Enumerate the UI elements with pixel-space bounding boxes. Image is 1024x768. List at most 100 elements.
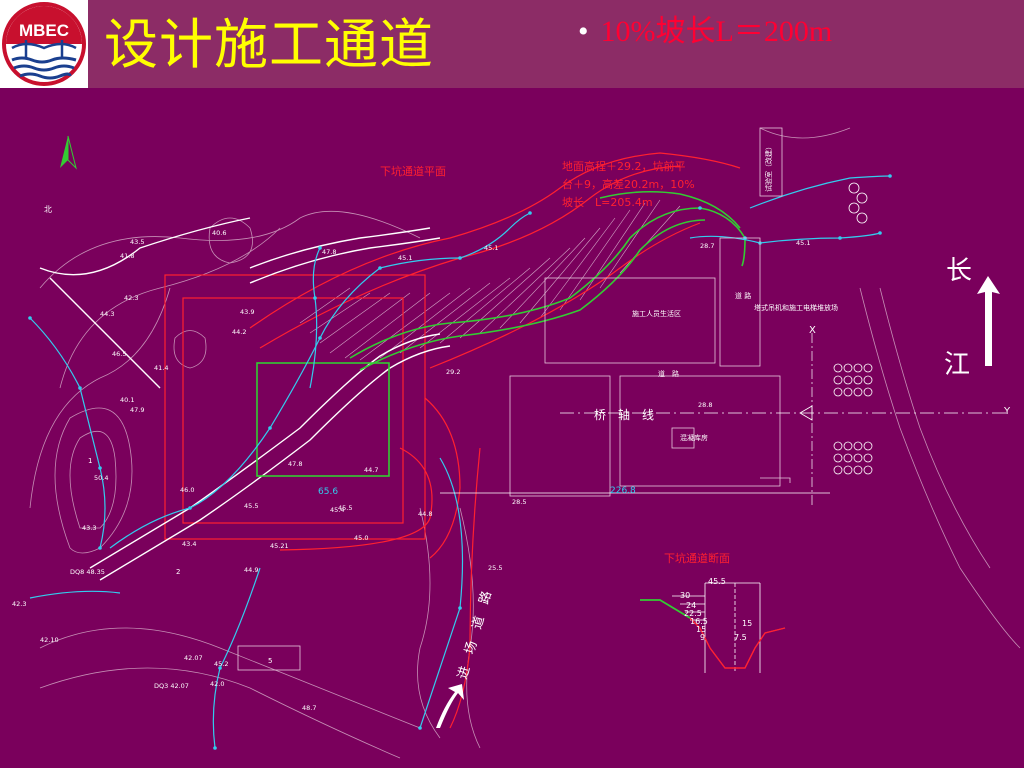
svg-text:44.9: 44.9 xyxy=(244,566,258,574)
lab-label: 试验室（改建） xyxy=(764,143,773,192)
section-red-line xyxy=(689,617,786,669)
plan-annotations: 下坑通道平面 地面高程＋29.2，坑前平 台＋9，高差20.2m，10% 坡长 … xyxy=(12,143,1011,712)
storage-label: 混凝库房 xyxy=(680,433,708,442)
crane-yard-label: 塔式吊机和施工电梯堆放场 xyxy=(754,303,838,312)
cross-section-detail xyxy=(640,582,786,673)
river-label-jiang: 江 xyxy=(944,350,971,380)
svg-text:15: 15 xyxy=(742,619,752,628)
svg-text:28.5: 28.5 xyxy=(512,498,526,506)
survey-points xyxy=(28,174,892,750)
north-arrow-icon: 北 xyxy=(44,135,77,214)
bullet-dot: • xyxy=(578,15,589,48)
svg-text:24: 24 xyxy=(686,601,696,610)
header-bar: MBEC 设计施工通道 • 10%坡长L＝200m xyxy=(0,0,1024,88)
green-access-road xyxy=(256,190,746,477)
svg-text:45.5: 45.5 xyxy=(708,577,726,586)
section-dimensions: 45.5 30 24 22.5 16.5 15 9 15 7.5 xyxy=(680,577,752,642)
x-axis-label: X xyxy=(809,325,816,336)
svg-text:45.5: 45.5 xyxy=(244,502,258,510)
svg-text:45.21: 45.21 xyxy=(270,542,289,550)
svg-text:42.10: 42.10 xyxy=(40,636,59,644)
svg-text:5: 5 xyxy=(268,657,272,665)
y-axis-label: Y xyxy=(1003,406,1011,417)
svg-text:45.1: 45.1 xyxy=(796,239,810,247)
dq3-label: DQ3 42.07 xyxy=(154,682,189,690)
svg-text:7.5: 7.5 xyxy=(734,633,747,642)
road-horizontal-label: 道 路 xyxy=(658,369,679,378)
svg-text:44.8: 44.8 xyxy=(418,510,432,518)
slope-text: 10%坡长L＝200m xyxy=(600,15,833,48)
span-dimension: 226.8 xyxy=(610,486,636,496)
svg-text:43.4: 43.4 xyxy=(182,540,196,548)
axis-arrow-icon xyxy=(799,405,813,421)
svg-text:46.0: 46.0 xyxy=(180,486,194,494)
svg-text:16.5: 16.5 xyxy=(690,617,708,626)
svg-text:9: 9 xyxy=(700,633,705,642)
svg-text:48.7: 48.7 xyxy=(302,704,316,712)
svg-text:45.1: 45.1 xyxy=(484,244,498,252)
page-title: 设计施工通道 xyxy=(104,13,434,76)
elevation-labels: 40.6 47.8 45.1 45.1 43.5 45.1 42.3 41.8 … xyxy=(12,229,810,712)
site-structures xyxy=(237,127,791,671)
svg-text:45.2: 45.2 xyxy=(214,660,228,668)
section-green-line xyxy=(640,599,691,619)
logo-text: MBEC xyxy=(19,21,69,40)
svg-text:30: 30 xyxy=(680,591,690,600)
pile-grid xyxy=(833,182,873,475)
svg-text:2: 2 xyxy=(176,568,180,576)
slope-hatch xyxy=(299,199,681,361)
bridge-axis-label: 桥 轴 线 xyxy=(594,407,654,422)
svg-text:45.1: 45.1 xyxy=(398,254,412,262)
svg-text:40.6: 40.6 xyxy=(212,229,226,237)
river-label-chang: 长 xyxy=(946,256,973,286)
svg-text:42.0: 42.0 xyxy=(210,680,224,688)
svg-text:44.2: 44.2 xyxy=(232,328,246,336)
svg-text:41.4: 41.4 xyxy=(154,364,168,372)
svg-text:44.7: 44.7 xyxy=(364,466,378,474)
note-line-3: 坡长 L=205.4m xyxy=(562,196,653,209)
svg-text:50.4: 50.4 xyxy=(94,474,108,482)
svg-text:47.8: 47.8 xyxy=(288,460,302,468)
haul-road xyxy=(39,217,451,581)
river-flow-arrow-icon xyxy=(977,276,1000,366)
svg-text:45.5: 45.5 xyxy=(338,504,352,512)
svg-text:47.8: 47.8 xyxy=(322,248,336,256)
north-label: 北 xyxy=(44,205,52,214)
svg-text:42.3: 42.3 xyxy=(12,600,26,608)
worker-area-label: 施工人员生活区 xyxy=(632,309,681,318)
svg-text:45.4: 45.4 xyxy=(330,506,344,514)
road-vertical-label: 道 路 xyxy=(735,291,751,300)
svg-text:42.07: 42.07 xyxy=(184,654,203,662)
entry-arrow-icon xyxy=(436,684,464,728)
svg-text:44.3: 44.3 xyxy=(100,310,114,318)
dq8-label: DQ8 48.35 xyxy=(70,568,105,576)
svg-text:43.5: 43.5 xyxy=(130,238,144,246)
svg-text:40.1: 40.1 xyxy=(120,396,134,404)
svg-text:46.5: 46.5 xyxy=(112,350,126,358)
building-numbers: 1 2 5 xyxy=(88,457,272,665)
svg-text:28.8: 28.8 xyxy=(698,401,712,409)
svg-text:47.9: 47.9 xyxy=(130,406,144,414)
svg-text:43.9: 43.9 xyxy=(240,308,254,316)
note-line-2: 台＋9，高差20.2m，10% xyxy=(562,177,695,191)
svg-text:45.0: 45.0 xyxy=(354,534,368,542)
svg-text:15: 15 xyxy=(696,625,706,634)
mbec-logo: MBEC xyxy=(0,0,88,88)
svg-text:22.5: 22.5 xyxy=(684,609,702,618)
width-dimension: 65.6 xyxy=(318,487,338,497)
svg-text:25.5: 25.5 xyxy=(488,564,502,572)
svg-text:29.2: 29.2 xyxy=(446,368,460,376)
note-line-1: 地面高程＋29.2，坑前平 xyxy=(562,159,686,173)
mbec-logo-icon: MBEC xyxy=(2,2,86,86)
contour-lines xyxy=(29,127,1021,759)
svg-text:42.3: 42.3 xyxy=(124,294,138,302)
red-boundaries xyxy=(164,152,741,729)
svg-text:28.7: 28.7 xyxy=(700,242,714,250)
svg-text:1: 1 xyxy=(88,457,92,465)
svg-text:41.8: 41.8 xyxy=(120,252,134,260)
slope-bullet: • 10%坡长L＝200m xyxy=(578,12,832,52)
plan-title: 下坑通道平面 xyxy=(380,164,446,178)
site-plan-drawing: 北 下坑通道平面 地面高程＋29.2，坑前平 台＋9，高差20.2m，10% 坡… xyxy=(12,127,1021,759)
svg-text:43.3: 43.3 xyxy=(82,524,96,532)
section-title: 下坑通道断面 xyxy=(664,551,730,565)
